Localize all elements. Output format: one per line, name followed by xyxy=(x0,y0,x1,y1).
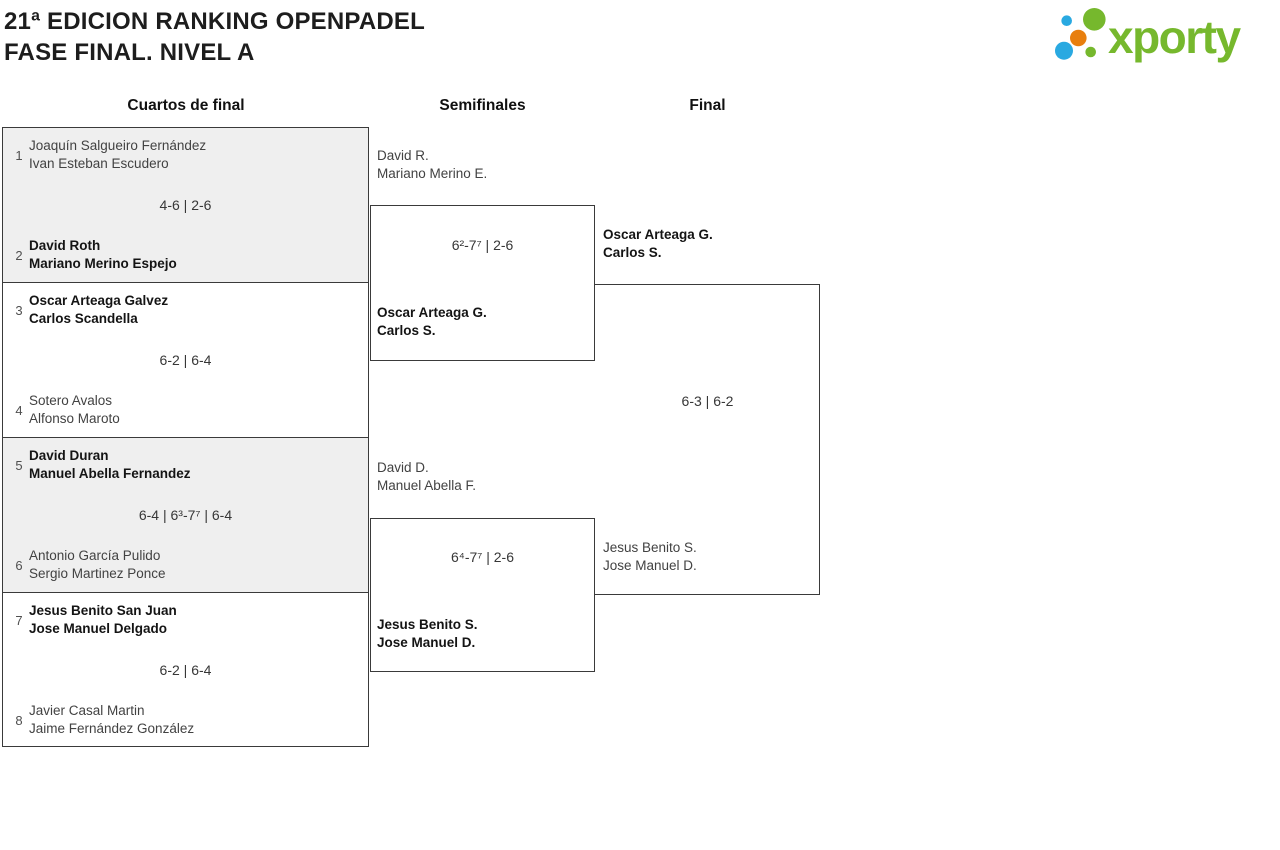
player-name: Sergio Martinez Ponce xyxy=(29,566,166,581)
final-team-bottom: Jesus Benito S. Jose Manuel D. xyxy=(603,539,697,575)
qf-match-3: 5 David Duran Manuel Abella Fernandez 6-… xyxy=(3,438,368,593)
qf-match-1: 1 Joaquín Salgueiro Fernández Ivan Esteb… xyxy=(3,128,368,283)
team-names: Sotero Avalos Alfonso Maroto xyxy=(29,392,120,428)
player-name: Carlos S. xyxy=(603,245,662,260)
player-name: Sotero Avalos xyxy=(29,393,113,408)
final-team-top: Oscar Arteaga G. Carlos S. xyxy=(603,226,713,262)
seed-number: 7 xyxy=(15,612,23,628)
team-names: David Duran Manuel Abella Fernandez xyxy=(29,447,191,483)
player-name: Jesus Benito S. xyxy=(603,540,697,555)
seed-number: 1 xyxy=(15,147,23,163)
sf1-connector-box xyxy=(370,205,595,361)
team-row: 7 Jesus Benito San Juan Jose Manuel Delg… xyxy=(9,602,362,638)
player-name: Oscar Arteaga G. xyxy=(377,305,487,320)
team-row: 1 Joaquín Salgueiro Fernández Ivan Esteb… xyxy=(9,137,362,173)
quarterfinals-column: 1 Joaquín Salgueiro Fernández Ivan Esteb… xyxy=(2,127,369,747)
qf-match-4: 7 Jesus Benito San Juan Jose Manuel Delg… xyxy=(3,593,368,747)
seed-number: 2 xyxy=(15,247,23,263)
player-name: David Duran xyxy=(29,448,109,463)
player-name: Jose Manuel Delgado xyxy=(29,621,168,636)
team-row: 3 Oscar Arteaga Galvez Carlos Scandella xyxy=(9,292,362,328)
team-names: Antonio García Pulido Sergio Martinez Po… xyxy=(29,547,166,583)
seed-number: 6 xyxy=(15,557,23,573)
player-name: Mariano Merino Espejo xyxy=(29,256,177,271)
player-name: Manuel Abella Fernandez xyxy=(29,466,191,481)
player-name: Joaquín Salgueiro Fernández xyxy=(29,138,207,153)
team-row: 4 Sotero Avalos Alfonso Maroto xyxy=(9,392,362,428)
player-name: Antonio García Pulido xyxy=(29,548,161,563)
sf1-team-top: David R. Mariano Merino E. xyxy=(377,147,487,183)
xporty-logo-text: xporty xyxy=(1108,11,1242,63)
sf2-score: 6⁴-7⁷ | 2-6 xyxy=(451,549,514,565)
player-name: Jaime Fernández González xyxy=(29,721,195,736)
player-name: Javier Casal Martin xyxy=(29,703,145,718)
player-name: Jesus Benito S. xyxy=(377,617,478,632)
qf-match-2: 3 Oscar Arteaga Galvez Carlos Scandella … xyxy=(3,283,368,438)
team-names: Joaquín Salgueiro Fernández Ivan Esteban… xyxy=(29,137,206,173)
team-row: 5 David Duran Manuel Abella Fernandez xyxy=(9,447,362,483)
seed-number: 3 xyxy=(15,302,23,318)
column-header-semifinales: Semifinales xyxy=(439,97,526,114)
sf1-score: 6²-7⁷ | 2-6 xyxy=(451,237,514,253)
team-names: Javier Casal Martin Jaime Fernández Gonz… xyxy=(29,702,194,738)
match-score: 6-2 | 6-4 xyxy=(159,662,212,678)
team-row: 6 Antonio García Pulido Sergio Martinez … xyxy=(9,547,362,583)
column-header-final: Final xyxy=(689,97,726,114)
player-name: Jose Manuel D. xyxy=(603,558,697,573)
final-score: 6-3 | 6-2 xyxy=(681,393,734,409)
xporty-logo[interactable]: xporty xyxy=(1048,3,1276,71)
team-names: Jesus Benito San Juan Jose Manuel Delgad… xyxy=(29,602,177,638)
player-name: Carlos Scandella xyxy=(29,311,138,326)
player-name: David Roth xyxy=(29,238,101,253)
seed-number: 8 xyxy=(15,712,23,728)
page-title-line1: 21ª EDICION RANKING OPENPADEL xyxy=(4,8,425,35)
player-name: Mariano Merino E. xyxy=(377,166,488,181)
player-name: Ivan Esteban Escudero xyxy=(29,156,169,171)
player-name: Jose Manuel D. xyxy=(377,635,476,650)
team-row: 8 Javier Casal Martin Jaime Fernández Go… xyxy=(9,702,362,738)
player-name: Manuel Abella F. xyxy=(377,478,477,493)
player-name: David R. xyxy=(377,148,429,163)
match-score: 6-2 | 6-4 xyxy=(159,352,212,368)
player-name: Oscar Arteaga Galvez xyxy=(29,293,169,308)
player-name: David D. xyxy=(377,460,429,475)
xporty-logo-icon: xporty xyxy=(1055,7,1243,63)
player-name: Oscar Arteaga G. xyxy=(603,227,713,242)
match-score: 4-6 | 2-6 xyxy=(159,197,212,213)
team-names: David Roth Mariano Merino Espejo xyxy=(29,237,177,273)
team-names: Oscar Arteaga Galvez Carlos Scandella xyxy=(29,292,168,328)
seed-number: 5 xyxy=(15,457,23,473)
page-title-line2: FASE FINAL. NIVEL A xyxy=(4,39,255,66)
team-row: 2 David Roth Mariano Merino Espejo xyxy=(9,237,362,273)
player-name: Carlos S. xyxy=(377,323,436,338)
match-score: 6-4 | 6³-7⁷ | 6-4 xyxy=(138,507,233,523)
sf2-team-bottom: Jesus Benito S. Jose Manuel D. xyxy=(377,616,478,652)
final-connector-box xyxy=(595,284,820,595)
sf2-team-top: David D. Manuel Abella F. xyxy=(377,459,476,495)
sf1-team-bottom: Oscar Arteaga G. Carlos S. xyxy=(377,304,487,340)
player-name: Alfonso Maroto xyxy=(29,411,120,426)
seed-number: 4 xyxy=(15,402,23,418)
column-header-cuartos: Cuartos de final xyxy=(127,97,245,114)
sf2-connector-box xyxy=(370,518,595,672)
player-name: Jesus Benito San Juan xyxy=(29,603,177,618)
page-title: 21ª EDICION RANKING OPENPADEL FASE FINAL… xyxy=(4,6,425,68)
